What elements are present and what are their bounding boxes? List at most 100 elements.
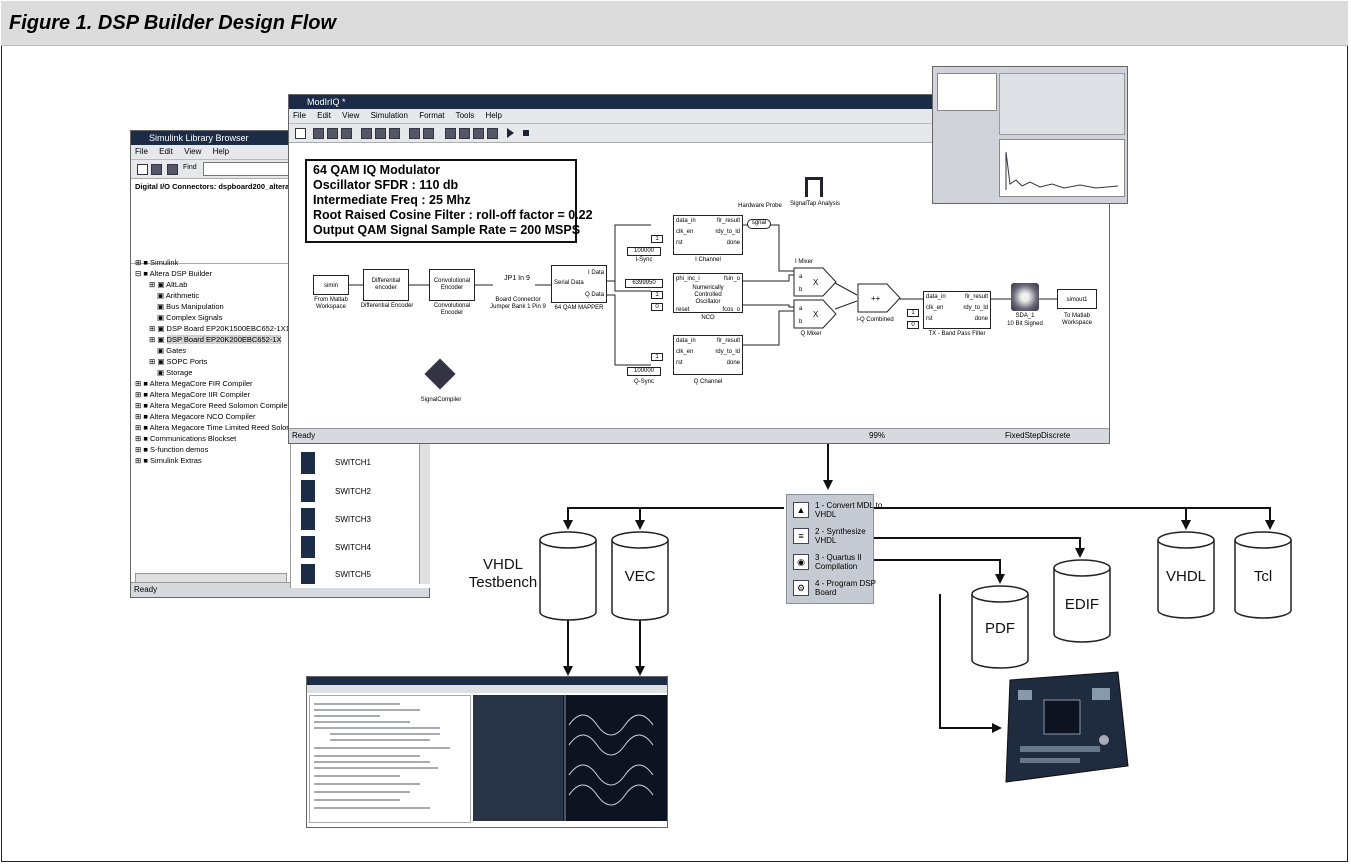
i-sync-label: I-Sync [629,257,659,264]
jumper-block[interactable]: JP1 In 9 [499,275,535,295]
hardware-probe-block[interactable]: sgnal [747,219,771,229]
vec-label: VEC [612,568,668,585]
q-channel-label: Q Channel [683,379,733,386]
step-program-label: 4 - Program DSP Board [815,579,885,597]
q-channel-filter-block[interactable]: data_in fir_result clk_en rdy_to_ld rst … [673,335,743,375]
pin-icon[interactable] [167,164,178,175]
switch-label: SWITCH5 [335,570,371,579]
menu-view[interactable]: View [184,147,201,156]
switch-label: SWITCH3 [335,515,371,524]
convert-icon: ▲ [793,502,809,518]
tree-item[interactable]: ⊞ ▣ DSP Board EP20K1500EBC652-1X1 [135,323,295,334]
tree-item[interactable]: ⊞ ■ Simulink Extras [135,455,295,466]
i-sync-constant[interactable]: 100000 [627,247,661,256]
dac-icon[interactable] [1011,283,1039,311]
convolutional-encoder-block[interactable]: Convolutional Encoder [429,269,475,301]
switch-label: SWITCH2 [335,487,371,496]
program-icon: ⚙ [793,580,809,596]
hardware-probe-label: Hardware Probe [735,203,785,210]
tree-item[interactable]: ▣ Storage [135,367,295,378]
tcl-label: Tcl [1235,568,1291,585]
nco-constant[interactable]: 6399950 [625,279,663,288]
signaltap-analyzer-window [932,66,1128,204]
from-workspace-block[interactable]: simin [313,275,349,295]
tree-item[interactable]: ⊞ ▣ AltLab [135,279,295,290]
tree-item[interactable]: ⊞ ■ Altera Megacore NCO Compiler [135,411,295,422]
differential-encoder-block[interactable]: Differential encoder [363,269,409,301]
switch-block[interactable] [301,564,315,584]
menu-file[interactable]: File [135,147,148,156]
q-mixer-block[interactable]: a b X [793,299,837,329]
iq-combiner-block[interactable]: ++ [857,283,901,313]
from-workspace-label: From Matlab Workspace [303,297,359,311]
convolutional-encoder-label: Convolutional Encoder [425,303,479,317]
tree-item[interactable]: ⊞ ■ Simulink [135,257,295,268]
switch-scrollbar[interactable] [419,444,430,584]
tree-item[interactable]: ⊞ ■ S-function demos [135,444,295,455]
switch-label: SWITCH1 [335,458,371,467]
pdf-label: PDF [972,620,1028,637]
tree-item[interactable]: ⊞ ■ Communications Blockset [135,433,295,444]
tree-item[interactable]: ⊞ ■ Altera MegaCore FIR Compiler [135,378,295,389]
svg-text:X: X [813,310,819,319]
tx-filter-block[interactable]: data_in fir_result clk_en rdy_to_ld rst … [923,291,991,329]
switch-block[interactable] [301,452,315,474]
mapper-i-port: I Data [588,270,604,277]
mapper-serial-port: Serial Data [554,280,584,287]
reset-constant[interactable]: 0 [651,303,663,311]
qam-mapper-block[interactable]: Serial Data I Data Q Data [551,265,607,303]
switch-block[interactable] [301,508,315,530]
tree-item[interactable]: ⊟ ■ Altera DSP Builder [135,268,295,279]
modelsim-toolbar [307,685,667,693]
waveform-traces [473,695,667,821]
menu-edit[interactable]: Edit [159,147,173,156]
nco-label: NCO [693,315,723,322]
tree-item[interactable]: ▣ Complex Signals [135,312,295,323]
qam-mapper-label: 64 QAM MAPPER [545,305,613,312]
tree-item[interactable]: ⊞ ■ Altera MegaCore Reed Solomon Compile… [135,400,295,411]
model-status-bar: Ready 99% FixedStepDiscrete [289,428,1109,443]
constant-block[interactable]: 1 [651,235,663,243]
tree-item[interactable]: ▣ Bus Manipulation [135,301,295,312]
synthesize-icon: ≡ [793,528,809,544]
tree-item-selected[interactable]: ⊞ ▣ DSP Board EP20K200EBC652-1X [135,334,295,345]
jumper-label: Board Connector Jumper Bank 1 Pin 9 [489,297,547,311]
to-workspace-block[interactable]: simout1 [1057,289,1097,309]
new-icon[interactable] [137,164,148,175]
q-mixer-label: Q Mixer [793,331,829,338]
open-icon[interactable] [151,164,162,175]
i-channel-filter-block[interactable]: data_in fir_result clk_en rdy_to_ld rst … [673,215,743,255]
i-mixer-label: I Mixer [789,259,819,266]
switch-label: SWITCH4 [335,543,371,552]
vhdl-testbench-label: VHDL Testbench [468,556,538,592]
tree-item[interactable]: ⊞ ▣ SOPC Ports [135,356,295,367]
quartus-icon: ◉ [793,554,809,570]
dac-label: 10 Bit Signed [1001,321,1049,328]
switch-block[interactable] [301,480,315,502]
q-constant[interactable]: 1 [651,353,663,361]
tree-item[interactable]: ▣ Arithmetic [135,290,295,301]
status-solver: FixedStepDiscrete [1005,429,1070,443]
tree-item[interactable]: ⊞ ■ Altera Megacore Time Limited Reed So… [135,422,295,433]
tree-item[interactable]: ⊞ ■ Altera MegaCore IIR Compiler [135,389,295,400]
tx-filter-label: TX - Band Pass Filter [919,331,995,338]
signalcompiler-label: SignalCompiler [413,397,469,404]
nco-block[interactable]: phi_inc_i fsin_o Numerically Controlled … [673,273,743,313]
i-mixer-block[interactable]: a b X [793,267,837,297]
find-label: Find [183,164,197,171]
spectrum-trace [1000,140,1124,196]
switch-block[interactable] [301,536,315,558]
q-sync-constant[interactable]: 100000 [627,367,661,376]
compile-flow-panel: ▲ 1 - Convert MDL to VHDL ≡ 2 - Synthesi… [786,494,874,604]
clken-constant[interactable]: 1 [651,291,663,299]
arrow-to-pdf [872,560,1000,582]
signaltap-icon[interactable] [805,177,823,197]
tx-clk-constant[interactable]: 1 [907,309,919,317]
arrow-to-board [940,594,1000,728]
step-synthesize-label: 2 - Synthesize VHDL [815,527,885,545]
menu-help[interactable]: Help [213,147,229,156]
tree-item[interactable]: ▣ Gates [135,345,295,356]
status-ready: Ready [292,429,315,443]
transcript-lines [310,696,470,822]
tx-rst-constant[interactable]: 0 [907,321,919,329]
